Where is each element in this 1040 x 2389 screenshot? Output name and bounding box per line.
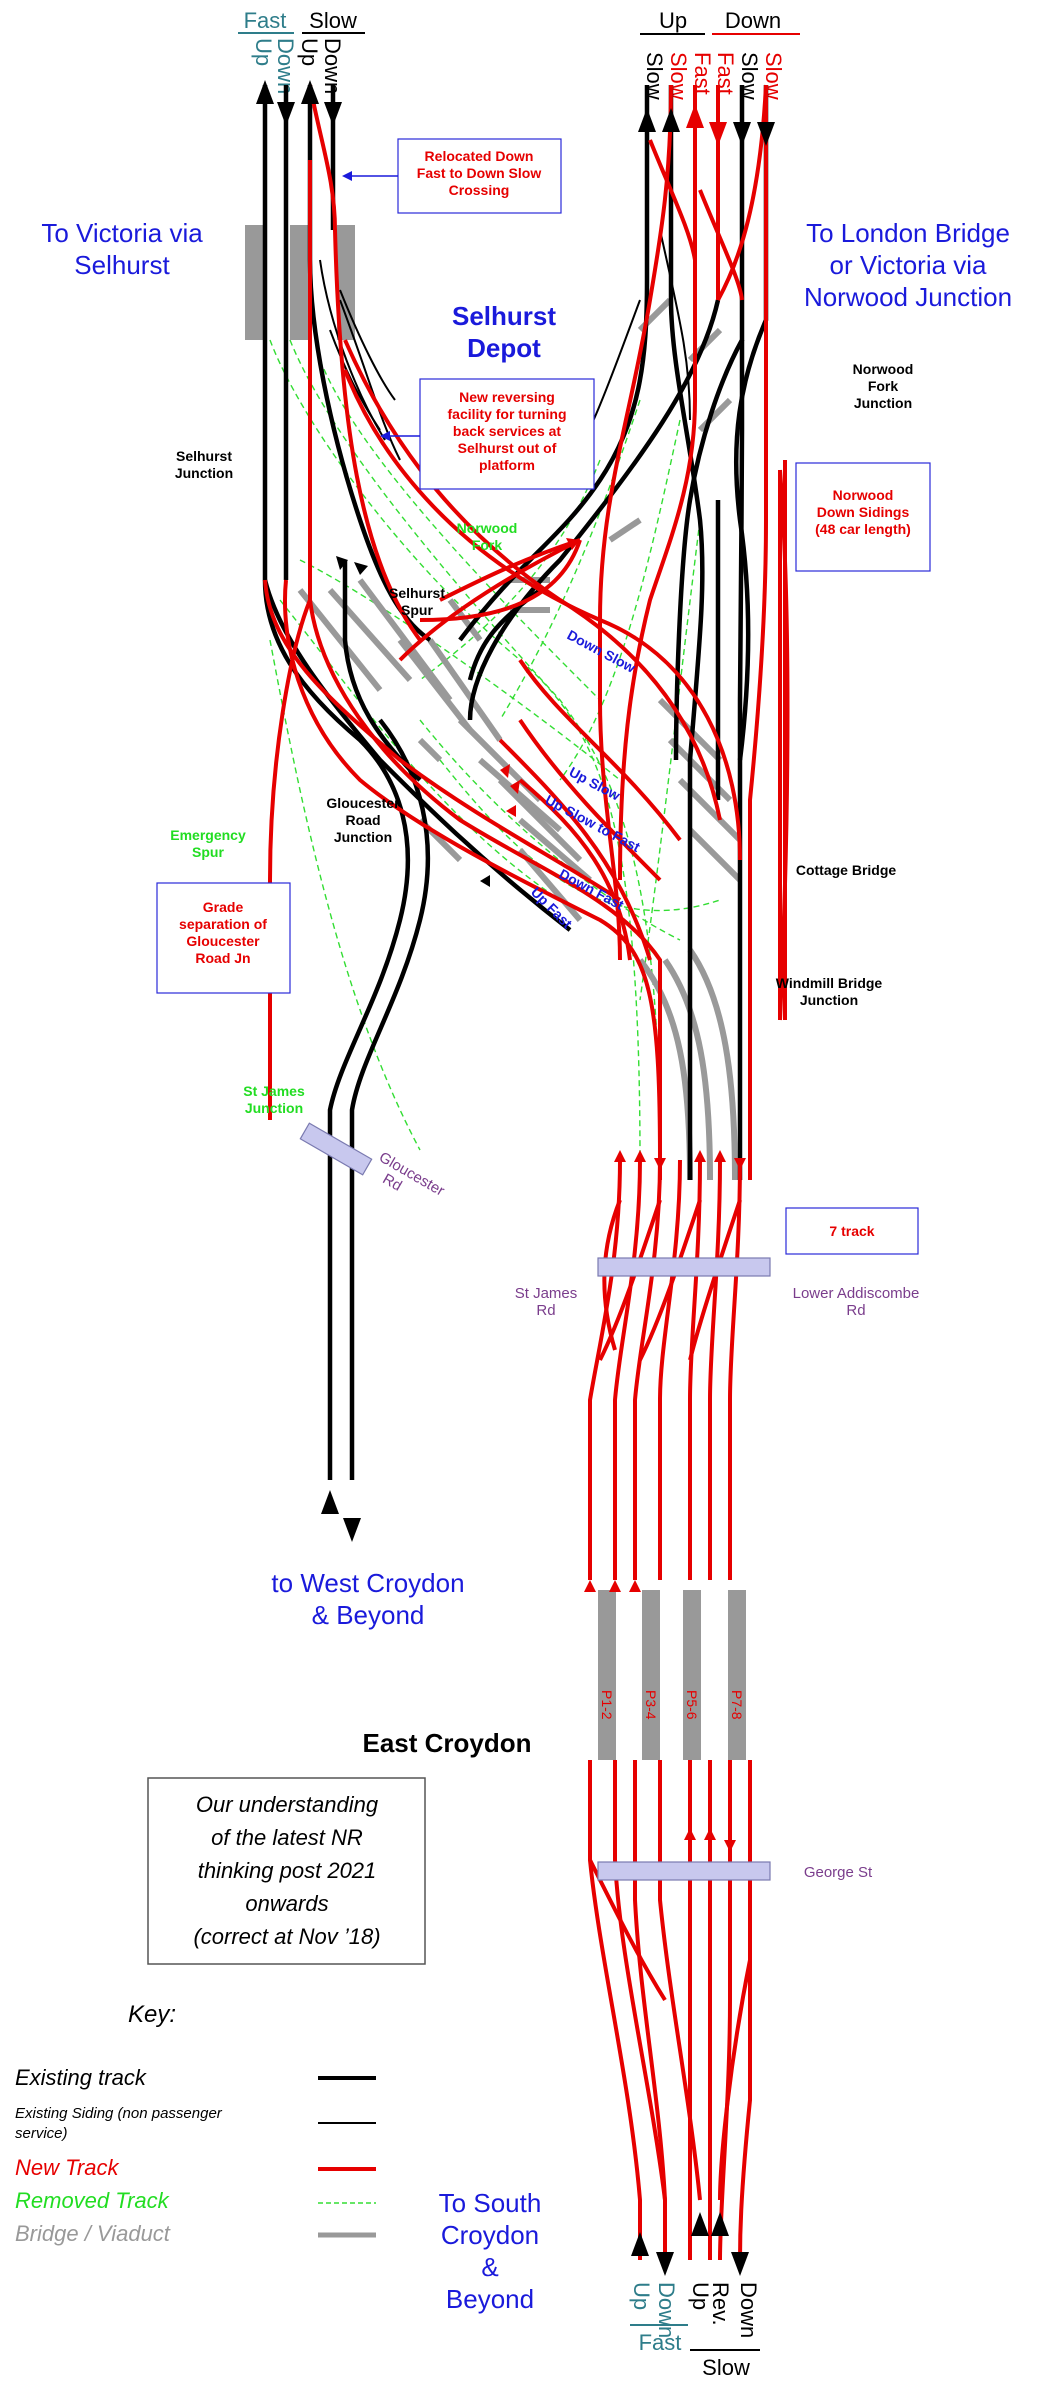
platform-7-8 [728,1590,746,1760]
new-tracks [263,84,790,2261]
bottom-slow-label: Slow [702,2355,750,2380]
bottom-track-down-fast: Down [654,2282,679,2338]
tl-track-down-slow: Down [320,38,345,94]
platforms-group: P1-2 P3-4 P5-6 P7-8 [598,1590,746,1760]
george-st-bridge [597,1861,771,1881]
west-croydon-label: to West Croydon& Beyond [271,1568,464,1630]
platform-label-5-6: P5-6 [684,1690,700,1720]
station-label: East Croydon [362,1728,531,1758]
legend-new-track: New Track [15,2155,119,2180]
bottom-track-up-slow: Up [688,2282,713,2310]
top-right-down-label: Down [725,8,781,33]
tl-track-down-fast: Down [273,38,298,94]
legend: Key: Existing track Existing Siding (non… [15,2001,376,2246]
legend-removed-track: Removed Track [15,2188,170,2213]
top-left-fast-label: Fast [244,8,287,33]
top-right-up-label: Up [659,8,687,33]
bottom-fast-label: Fast [639,2330,682,2355]
direction-arrows [256,80,775,2276]
existing-tracks [262,85,769,1480]
cottage-bridge-label: Cottage Bridge [796,862,897,878]
legend-bridge: Bridge / Viaduct [15,2221,171,2246]
bottom-track-rev: Rev. [708,2282,733,2326]
bottom-track-down-slow: Down [736,2282,761,2338]
platform-label-7-8: P7-8 [729,1690,745,1720]
top-left-slow-label: Slow [309,8,357,33]
platform-3-4 [642,1590,660,1760]
callout-seven-track: 7 track [785,1207,919,1255]
bottom-track-up-fast: Up [629,2282,654,2310]
platform-1-2 [598,1590,616,1760]
st-james-rd-bridge [597,1257,771,1277]
platform-label-1-2: P1-2 [599,1690,615,1720]
legend-existing-track: Existing track [15,2065,147,2090]
tl-track-up-fast: Up [251,38,276,66]
legend-title: Key: [128,2001,176,2028]
george-st-label: George St [804,1864,873,1881]
gloucester-rd-bridge [299,1122,373,1176]
tl-track-up-slow: Up [297,38,322,66]
gloucester-rd-label: GloucesterRd [368,1149,448,1215]
route-up-slow: Up Slow [567,764,623,804]
platform-label-3-4: P3-4 [643,1690,659,1720]
svg-text:7 track: 7 track [829,1223,874,1239]
platform-5-6 [683,1590,701,1760]
